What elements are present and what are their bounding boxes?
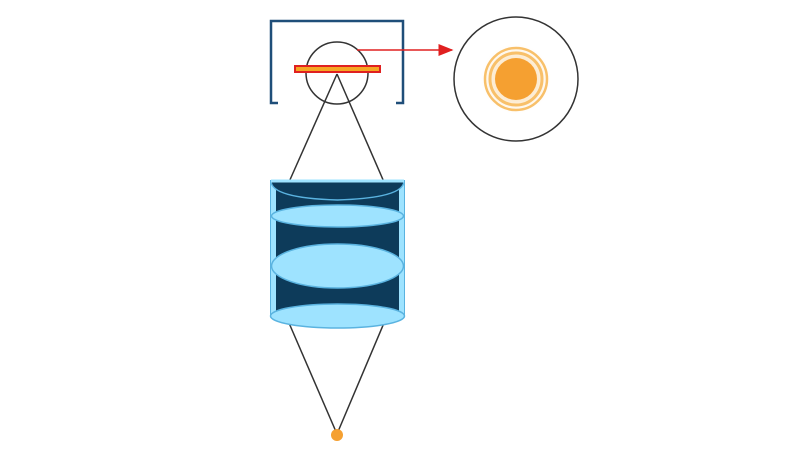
detector-housing [269,19,405,105]
airy-ring-outer [483,46,549,112]
ray-lower-right [336,322,385,435]
airy-disk-inset [453,16,579,142]
lens-element-bottom [269,303,406,329]
airy-center [495,58,537,100]
light-rays [288,73,385,435]
airy-ring-inner [488,51,544,107]
lens-element-top [270,180,405,201]
detector-strip [294,65,381,73]
housing-bracket [269,19,405,105]
lens-element-second [270,204,405,228]
lens-stack [269,179,406,329]
lens-element-third [270,243,405,289]
ray-upper-right [336,73,385,183]
lens-barrel-right-edge [399,181,404,316]
lens-barrel-left-edge [271,181,276,316]
ray-upper-left [288,73,338,183]
point-source [331,429,343,441]
ray-lower-left [288,322,338,435]
